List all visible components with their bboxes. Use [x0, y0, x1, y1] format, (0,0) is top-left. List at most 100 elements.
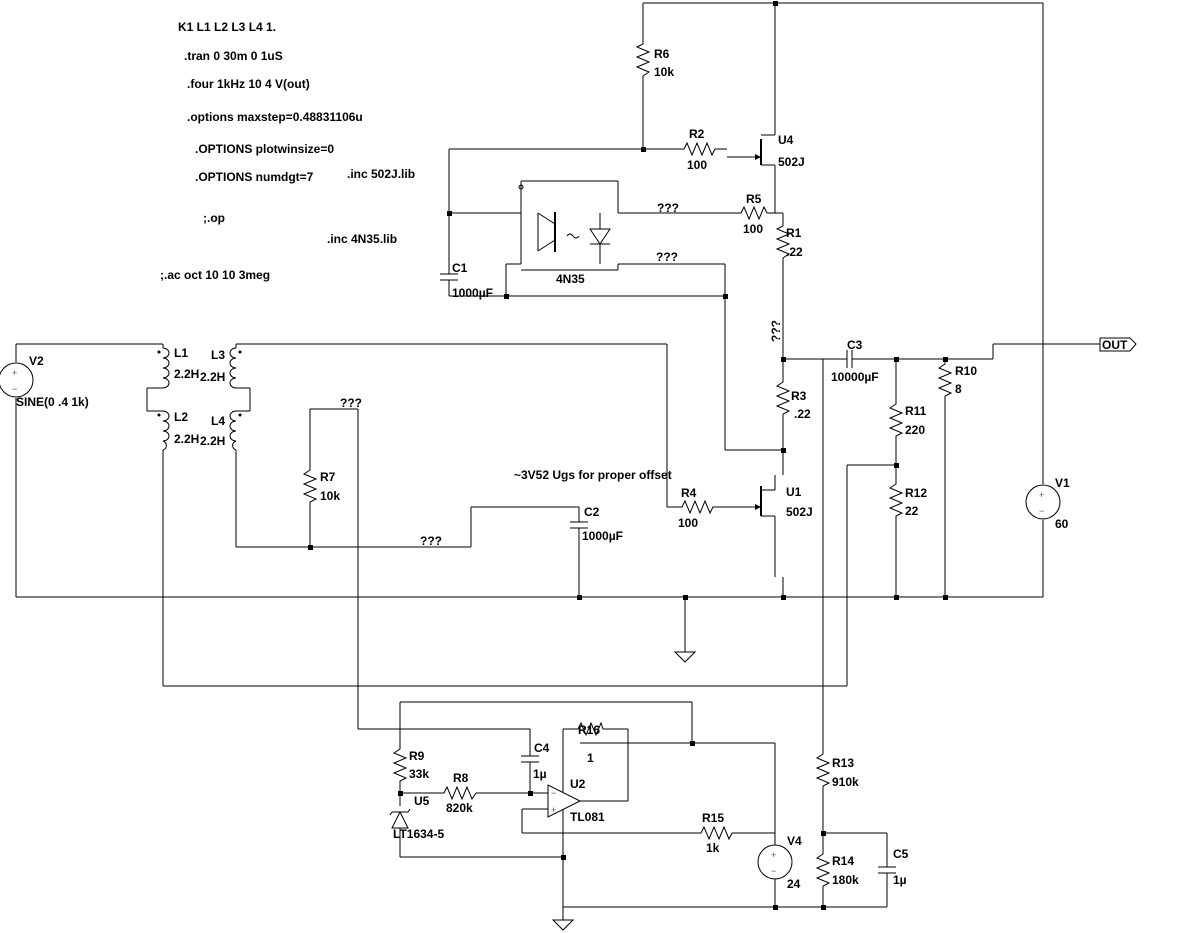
- l1-name: L1: [174, 346, 188, 360]
- u1-value: 502J: [786, 505, 813, 519]
- r11-value: 220: [905, 423, 925, 437]
- r1-value: .22: [786, 245, 803, 259]
- resistor-r10[interactable]: R10 8: [937, 360, 977, 400]
- r9-name: R9: [409, 749, 425, 763]
- r7-value: 10k: [320, 489, 340, 503]
- u2-plus-sign: +: [551, 805, 556, 815]
- v2-name: V2: [29, 354, 44, 368]
- resistor-r6[interactable]: R6 10k: [635, 40, 674, 82]
- l1-value: 2.2H: [174, 367, 199, 381]
- resistor-r5[interactable]: R5 100: [737, 192, 769, 236]
- spice-directives: K1 L1 L2 L3 L4 1. .tran 0 30m 0 1uS .fou…: [160, 20, 415, 282]
- r13-name: R13: [832, 756, 854, 770]
- opto-part-label: 4N35: [556, 272, 585, 286]
- resistor-r4[interactable]: R4 100: [678, 486, 716, 530]
- r3-value: .22: [794, 407, 811, 421]
- r8-value: 820k: [446, 801, 473, 815]
- r12-value: 22: [905, 504, 919, 518]
- v2-minus-sign: −: [12, 384, 17, 394]
- l3-name: L3: [211, 348, 225, 362]
- r11-name: R11: [905, 404, 927, 418]
- r10-value: 8: [955, 382, 962, 396]
- r15-name: R15: [702, 811, 724, 825]
- u1-name: U1: [786, 485, 802, 499]
- inductor-l3[interactable]: L3 2.2H: [200, 347, 242, 389]
- v2-plus-sign: +: [12, 368, 17, 378]
- directive-maxstep: .options maxstep=0.48831106u: [187, 110, 363, 124]
- inductor-l4[interactable]: L4 2.2H: [200, 410, 242, 451]
- resistor-r15[interactable]: R15 1k: [697, 811, 735, 855]
- r6-value: 10k: [654, 65, 674, 79]
- r4-value: 100: [678, 516, 698, 530]
- directive-tran: .tran 0 30m 0 1uS: [184, 49, 283, 63]
- v1-plus-sign: +: [1039, 490, 1044, 500]
- reference-u5[interactable]: U5 LT1634-5: [389, 794, 444, 841]
- capacitor-c2[interactable]: C2 1000µF: [570, 505, 623, 543]
- voltage-source-v4[interactable]: + − V4 24: [757, 834, 802, 891]
- resistor-r7[interactable]: R7 10k: [302, 466, 340, 506]
- jfet-u4[interactable]: U4 502J: [755, 133, 805, 169]
- directive-op: ;.op: [203, 211, 225, 225]
- directive-plotwinsize: .OPTIONS plotwinsize=0: [195, 142, 334, 156]
- resistor-r1[interactable]: R1 .22: [775, 222, 803, 259]
- directive-inc-4n35: .inc 4N35.lib: [327, 232, 397, 246]
- c5-value: 1µ: [893, 873, 907, 887]
- directive-coupling: K1 L1 L2 L3 L4 1.: [178, 20, 276, 34]
- inductor-l1[interactable]: L1 2.2H: [157, 346, 200, 389]
- capacitor-c5[interactable]: C5 1µ: [878, 847, 909, 887]
- u5-value: LT1634-5: [393, 827, 444, 841]
- resistor-r2[interactable]: R2 100: [680, 127, 718, 172]
- ground-symbol: [551, 919, 575, 931]
- r3-name: R3: [791, 389, 807, 403]
- c3-value: 10000µF: [831, 370, 879, 384]
- resistor-r16[interactable]: R16 1: [574, 721, 605, 765]
- resistor-r8[interactable]: R8 820k: [440, 771, 480, 815]
- c1-name: C1: [452, 261, 468, 275]
- r9-value: 33k: [409, 767, 429, 781]
- c4-name: C4: [534, 741, 550, 755]
- capacitor-c4[interactable]: C4 1µ: [521, 741, 550, 781]
- v1-name: V1: [1055, 476, 1070, 490]
- u2-minus-sign: −: [551, 788, 556, 798]
- v4-plus-sign: +: [771, 850, 776, 860]
- l3-value: 2.2H: [200, 370, 225, 384]
- resistor-r13[interactable]: R13 910k: [815, 750, 859, 790]
- resistor-r9[interactable]: R9 33k: [392, 745, 429, 785]
- u2-name: U2: [570, 777, 586, 791]
- r14-name: R14: [832, 854, 854, 868]
- r13-value: 910k: [832, 775, 859, 789]
- opamp-u2[interactable]: − + U2 TL081: [547, 777, 605, 824]
- v4-name: V4: [787, 834, 802, 848]
- r16-name: R16: [578, 723, 600, 737]
- capacitor-c3[interactable]: C3 10000µF: [831, 338, 879, 384]
- unknown-label: ???: [340, 396, 362, 410]
- unknown-label: ???: [420, 534, 442, 548]
- resistor-r14[interactable]: R14 180k: [815, 850, 859, 890]
- jfet-u1[interactable]: U1 502J: [755, 485, 813, 530]
- unknown-labels: ??? ??? ??? ??? ???: [340, 201, 783, 548]
- u2-value: TL081: [570, 810, 605, 824]
- optocoupler-4n35[interactable]: 4N35: [518, 180, 619, 286]
- r14-value: 180k: [832, 873, 859, 887]
- c2-name: C2: [584, 505, 600, 519]
- out-net-label[interactable]: OUT: [1099, 337, 1137, 352]
- voltage-source-v1[interactable]: + − V1 60: [1025, 476, 1070, 531]
- voltage-source-v2[interactable]: + − V2 SINE(0 .4 1k): [0, 354, 89, 409]
- u4-name: U4: [778, 133, 794, 147]
- offset-note: ~3V52 Ugs for proper offset: [514, 468, 672, 482]
- resistor-r12[interactable]: R12 22: [888, 480, 927, 520]
- unknown-label: ???: [769, 320, 783, 342]
- c4-value: 1µ: [533, 767, 547, 781]
- capacitor-c1[interactable]: C1 1000µF: [440, 261, 493, 300]
- l2-value: 2.2H: [174, 432, 199, 446]
- r8-name: R8: [453, 771, 469, 785]
- r12-name: R12: [905, 486, 927, 500]
- inductor-l2[interactable]: L2 2.2H: [157, 410, 200, 451]
- resistor-r3[interactable]: R3 .22: [775, 378, 811, 421]
- r7-name: R7: [320, 470, 336, 484]
- u4-value: 502J: [778, 155, 805, 169]
- junction-dots: [308, 1, 948, 910]
- directive-inc-502j: .inc 502J.lib: [347, 167, 415, 181]
- resistor-r11[interactable]: R11 220: [888, 400, 927, 440]
